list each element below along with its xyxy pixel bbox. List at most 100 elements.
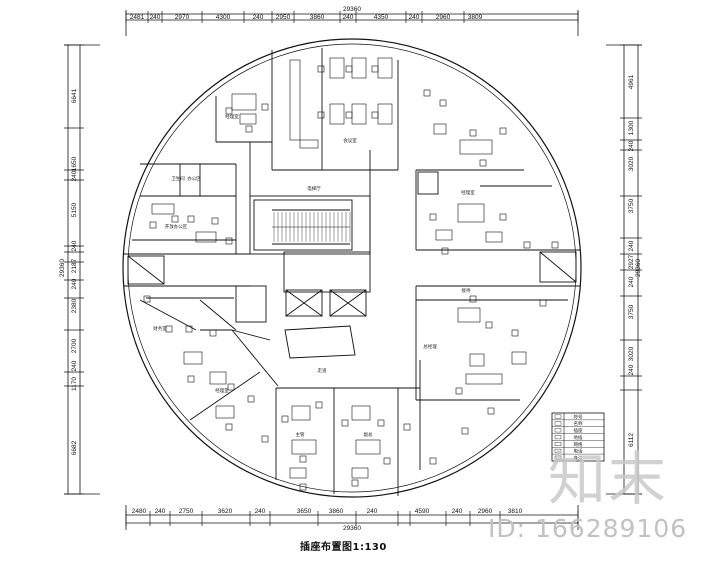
desk [435, 229, 453, 241]
dim-top-2: 2970 [175, 14, 190, 21]
dim-left-11: 6682 [71, 440, 78, 455]
chair [345, 65, 353, 73]
legend-row-label: 地插 [574, 434, 583, 441]
chair [143, 295, 151, 303]
dim-right-7: 240 [628, 276, 635, 287]
legend-row-label: 备注 [574, 454, 583, 461]
room-label: 经理室 [461, 189, 475, 195]
dim-right-2: 240 [628, 140, 635, 151]
chair [461, 427, 469, 435]
room-label: 办公区 [187, 175, 201, 182]
dim-top-5: 2950 [276, 14, 291, 21]
chair [469, 295, 477, 303]
chair [523, 241, 531, 249]
chair [281, 415, 289, 423]
desk [351, 57, 367, 79]
chair [341, 419, 349, 427]
chair [317, 111, 325, 119]
desk [209, 371, 227, 385]
chair [371, 111, 379, 119]
chair [499, 213, 507, 221]
drawing-title: 插座布置图1:130 [300, 542, 387, 553]
desk [355, 439, 381, 455]
desk [511, 351, 527, 365]
legend-symbol [554, 442, 562, 446]
chair [429, 213, 437, 221]
dim-left-7: 2380 [71, 298, 78, 313]
legend-symbol [554, 428, 562, 433]
legend-row-label: 名称 [574, 420, 583, 427]
desk [465, 373, 503, 385]
dim-left-6: 240 [71, 278, 78, 289]
chair [261, 435, 269, 443]
dim-bottom-9: 240 [452, 508, 463, 515]
chair [383, 457, 391, 465]
chair [165, 325, 173, 333]
legend-row-label: 电话 [574, 448, 583, 455]
desk [377, 57, 393, 79]
dim-top-3: 4300 [216, 14, 231, 21]
chair [539, 299, 547, 307]
chair [225, 237, 233, 245]
desk [289, 467, 307, 479]
chair [245, 125, 253, 133]
dim-left-3: 5150 [71, 202, 78, 217]
room-label: 会议室 [343, 137, 357, 144]
chair [149, 221, 157, 229]
dim-bottom-0: 2480 [132, 508, 147, 515]
dim-left-10: 1170 [71, 377, 78, 391]
dim-bottom-4: 240 [255, 508, 266, 515]
desk [183, 351, 203, 365]
legend-row-label: 符号 [574, 413, 583, 420]
chair [317, 65, 325, 73]
chair [429, 457, 437, 465]
dim-bottom-5: 3650 [297, 508, 312, 515]
chair [209, 329, 217, 337]
dim-right-10: 240 [628, 364, 635, 375]
desk [459, 139, 493, 155]
dim-bottom-3: 3620 [218, 508, 233, 515]
watermark-brand: 知末 [548, 445, 669, 513]
desk [377, 103, 393, 125]
desk [469, 353, 485, 367]
desk [299, 139, 319, 149]
chair [439, 99, 447, 107]
room-label: 走道 [318, 367, 327, 374]
dim-right-0: 4961 [628, 74, 635, 89]
dim-top-11: 3809 [468, 14, 483, 21]
dim-top-9: 240 [409, 14, 420, 21]
chair [185, 325, 193, 333]
dim-right-4: 3750 [628, 198, 635, 213]
watermark-id: ID: 166289106 [488, 514, 688, 543]
dim-right-1: 1300 [628, 120, 635, 135]
dim-right-5: 240 [628, 240, 635, 251]
desk [351, 103, 367, 125]
dim-top-7: 240 [343, 14, 354, 21]
dim-top-total: 29360 [343, 6, 361, 13]
desk [485, 231, 503, 243]
dim-top-1: 240 [150, 14, 161, 21]
room-label: 经理室 [225, 113, 239, 119]
chair [187, 215, 195, 223]
room-label: 电梯厅 [307, 185, 321, 192]
chair [261, 103, 269, 111]
dim-bottom-6: 3860 [329, 508, 344, 515]
desk [291, 439, 317, 455]
dim-top-4: 240 [253, 14, 264, 21]
room-label: 副总 [364, 431, 373, 438]
dim-bottom-10: 2960 [478, 508, 493, 515]
chair [423, 89, 431, 97]
legend-row-label: 插座 [574, 427, 583, 434]
dim-right-8: 3750 [628, 304, 635, 319]
desk [433, 123, 447, 135]
room-label: 财务室 [153, 325, 167, 332]
dim-bottom-1: 240 [155, 508, 166, 515]
chair [511, 329, 519, 337]
chair [299, 483, 307, 491]
desk [329, 103, 345, 125]
dim-bottom-7: 240 [367, 508, 378, 515]
chair [469, 129, 477, 137]
chair [487, 407, 495, 415]
legend-symbol [554, 435, 562, 440]
